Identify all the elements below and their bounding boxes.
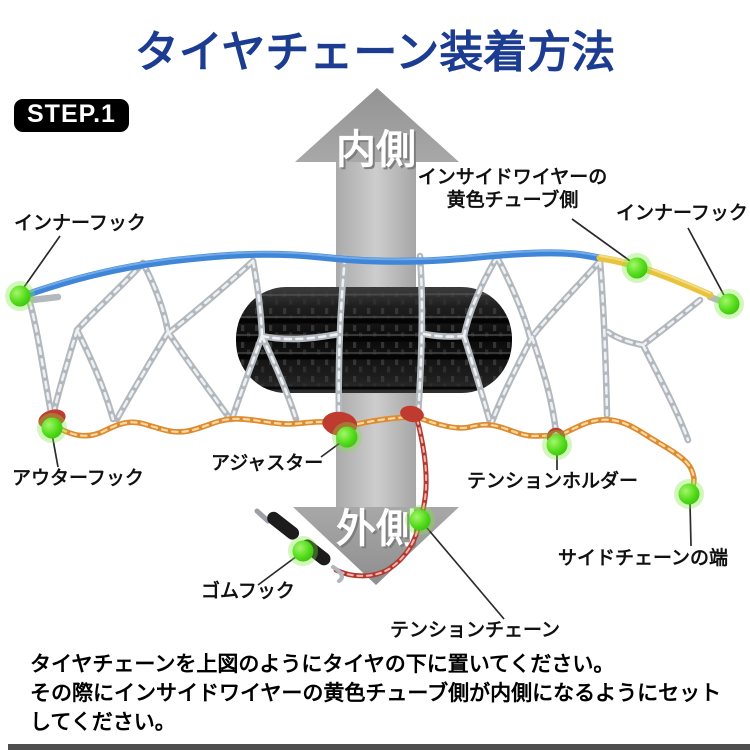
label-adjuster: アジャスター [211,453,324,474]
instruction-line2: その際にインサイドワイヤーの黄色チューブ側が内側になるようにセット [30,682,722,705]
marker-rubber-hook [288,536,318,566]
page-title: タイヤチェーン装着方法 [134,28,616,77]
leader-inside-wire [571,218,634,264]
leader-lines [21,218,727,620]
marker-adjuster [332,422,362,452]
label-inside-wire: インサイドワイヤーの 黄色チューブ側 [405,166,620,212]
label-rubber-hook: ゴムフック [201,581,295,602]
arrow-inner-label: 内側 [336,128,416,172]
inside-wire [22,249,714,299]
marker-inner-hook-left [5,281,35,311]
arrow-inner-head [295,88,459,162]
label-side-chain-end: サイドチェーンの端 [558,548,729,569]
marker-tension-chain [405,505,435,535]
label-inside-wire-line2: 黄色チューブ側 [446,190,579,211]
arrow-outer-label-shadow: 外側 [338,509,418,553]
label-tension-holder: テンションホルダー [467,471,639,492]
inside-wire-yellow-tube [596,254,714,299]
side-chain-orange [49,414,697,497]
bottom-divider [8,744,750,750]
leader-side-chain-end [689,502,692,547]
step-badge: STEP.1 [14,99,129,132]
chain-mesh [26,252,730,444]
marker-outer-hook [37,413,67,443]
instruction-line1: タイヤチェーンを上図のようにタイヤの下に置いてください。 [30,653,615,676]
instruction-text: タイヤチェーンを上図のようにタイヤの下に置いてください。 その際にインサイドワイ… [30,650,742,737]
label-inner-hook-left: インナーフック [14,213,146,234]
green-markers [5,253,744,566]
marker-yellow-tube [622,253,652,283]
label-inside-wire-line1: インサイドワイヤーの [417,167,608,188]
label-outer-hook: アウターフック [12,468,144,489]
marker-tension-holder [542,430,572,460]
leader-inner-hook-right [687,227,727,300]
marker-inner-hook-right [714,289,744,319]
label-tension-chain: テンションチェーン [390,620,561,641]
leader-tension-chain [426,527,505,620]
leader-rubber-hook [257,555,298,586]
inside-wire-blue [22,249,604,299]
label-inner-hook-right: インナーフック [616,203,748,224]
arrow-inner-label-shadow: 内側 [338,130,418,174]
instruction-line3: してください。 [30,711,176,734]
leader-inner-hook-left [21,235,61,291]
marker-side-chain-end [674,479,704,509]
leader-outer-hook [51,433,59,468]
adjuster-fitting-right [400,405,424,423]
arrow-outer-label: 外側 [336,507,416,551]
